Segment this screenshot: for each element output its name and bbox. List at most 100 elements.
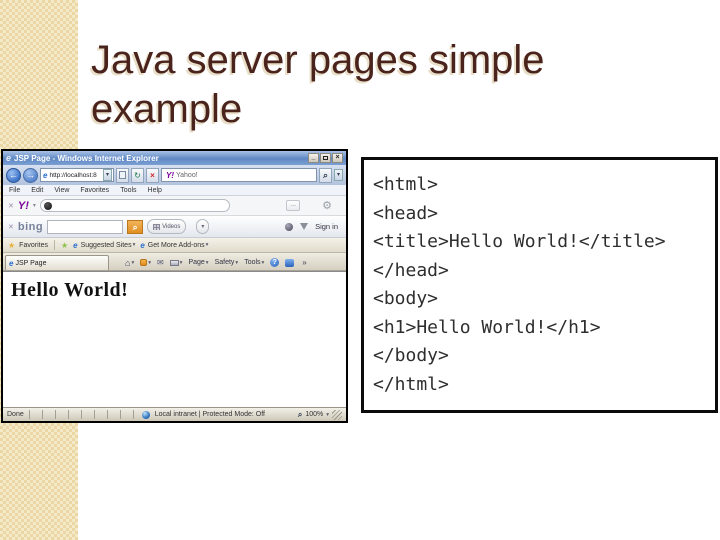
home-icon: ⌂	[125, 257, 131, 268]
toolbar-overflow-icon[interactable]: »	[302, 258, 307, 267]
tools-menu-label: Tools	[244, 259, 261, 266]
yahoo-dropdown-icon[interactable]: ▾	[32, 203, 36, 209]
yahoo-toolbar-close-icon[interactable]: ✕	[8, 202, 14, 210]
chevron-down-icon: ▾	[179, 259, 183, 266]
sign-in-link[interactable]: Sign in	[315, 222, 338, 231]
tab-label: JSP Page	[15, 259, 47, 267]
get-addons-label: Get More Add-ons	[147, 241, 205, 249]
back-button[interactable]: ←	[6, 167, 21, 183]
bing-search-button[interactable]: ⌕	[127, 219, 144, 234]
browser-window: e JSP Page - Windows Internet Explorer _…	[1, 149, 348, 423]
code-panel: <html> <head> <title>Hello World!</title…	[361, 157, 718, 413]
zoom-dropdown-icon[interactable]: ▾	[326, 411, 329, 418]
window-title-bar[interactable]: e JSP Page - Windows Internet Explorer _…	[3, 151, 346, 165]
badge-icon[interactable]	[285, 222, 294, 231]
intranet-zone-icon	[141, 410, 150, 419]
web-search-icon	[43, 201, 52, 210]
safety-menu-button[interactable]: Safety ▾	[215, 259, 239, 266]
page-content: Hello World!	[3, 271, 346, 407]
status-bar-right: ⌕ 100% ▾	[297, 409, 342, 420]
gear-icon[interactable]: ⚙	[322, 200, 332, 212]
page-menu-label: Page	[188, 259, 205, 266]
command-bar: ⌂ ▾ ▾ ✉ ▾ Page ▾ S	[125, 255, 307, 270]
refresh-button[interactable]: ↻	[131, 167, 144, 183]
menu-bar: File Edit View Favorites Tools Help	[3, 185, 346, 196]
yahoo-search-input[interactable]	[39, 199, 230, 212]
menu-favorites[interactable]: Favorites	[80, 186, 110, 194]
yahoo-logo[interactable]: Y!	[17, 199, 29, 212]
get-addons-link[interactable]: e Get More Add-ons ▾	[139, 241, 208, 250]
print-button[interactable]: ▾	[169, 259, 183, 266]
code-line: <html>	[373, 174, 439, 195]
page-heading: Hello World!	[11, 279, 129, 301]
window-controls: _ ×	[308, 153, 343, 163]
yahoo-toolbar: ✕ Y! ▾ … ⚙	[3, 196, 346, 216]
page-title-line1: Java server pages simple	[91, 38, 545, 82]
tab-jsp-page[interactable]: e JSP Page	[5, 255, 109, 270]
window-title: JSP Page - Windows Internet Explorer	[14, 153, 159, 163]
bing-toolbar-right: Sign in	[285, 222, 341, 231]
printer-icon	[169, 259, 179, 266]
bing-search-input[interactable]	[47, 219, 124, 234]
videos-icon	[153, 223, 161, 230]
mail-icon: ✉	[156, 258, 164, 267]
get-addons-icon: e	[140, 240, 145, 250]
zoom-magnifier-icon[interactable]: ⌕	[297, 409, 303, 419]
menu-edit[interactable]: Edit	[31, 186, 44, 194]
address-input[interactable]: e http://localhost:8 ▾	[40, 168, 114, 182]
rss-icon	[140, 259, 148, 266]
bing-toolbar-dropdown-icon[interactable]: ▾	[196, 219, 210, 234]
feeds-button[interactable]: ▾	[140, 259, 151, 266]
home-button[interactable]: ⌂ ▾	[125, 258, 134, 268]
suggested-sites-icon: e	[73, 240, 78, 250]
minimize-button[interactable]: _	[308, 153, 319, 163]
status-text: Done	[7, 411, 24, 418]
code-line: </head>	[373, 259, 449, 281]
stop-button[interactable]: ×	[146, 167, 159, 183]
tools-menu-button[interactable]: Tools ▾	[244, 259, 264, 266]
resize-grip[interactable]	[332, 409, 342, 420]
yahoo-badge: Y!	[166, 170, 174, 180]
yahoo-more-button[interactable]: …	[286, 200, 301, 211]
bing-toolbar-close-icon[interactable]: ✕	[8, 223, 14, 231]
add-favorite-icon[interactable]: ★	[60, 240, 69, 250]
suggested-sites-label: Suggested Sites	[80, 241, 132, 249]
search-button[interactable]: ⌕	[319, 167, 332, 183]
favorites-button[interactable]: Favorites	[19, 241, 48, 249]
page-menu-button[interactable]: Page ▾	[188, 259, 208, 266]
menu-file[interactable]: File	[9, 186, 21, 194]
bing-logo[interactable]: bing	[17, 220, 44, 233]
code-line: <body>	[373, 288, 439, 309]
page-title-line2: example	[91, 87, 243, 131]
compatibility-icon	[119, 170, 126, 179]
search-provider-label: Yahoo!	[176, 171, 198, 179]
compatibility-view-button[interactable]	[116, 167, 129, 183]
code-line: <h1>Hello World!</h1>	[373, 316, 601, 338]
address-dropdown-icon[interactable]: ▾	[103, 169, 112, 181]
messenger-icon[interactable]	[285, 258, 295, 267]
read-mail-button[interactable]: ✉	[157, 258, 164, 267]
chevron-down-icon: ▾	[235, 259, 239, 266]
search-dropdown-icon[interactable]: ▾	[334, 169, 343, 181]
menu-help[interactable]: Help	[147, 186, 162, 194]
chevron-down-icon: ▾	[261, 259, 265, 266]
pin-icon[interactable]	[300, 223, 309, 230]
videos-label: Videos	[162, 223, 181, 230]
favorites-star-icon: ★	[8, 240, 16, 250]
videos-button[interactable]: Videos	[147, 219, 187, 234]
zoom-level[interactable]: 100%	[305, 411, 324, 418]
maximize-button[interactable]	[320, 153, 331, 163]
help-button[interactable]: ?	[270, 258, 280, 267]
address-url: http://localhost:8	[49, 171, 97, 179]
tab-bar: e JSP Page ⌂ ▾ ▾ ✉ ▾	[3, 253, 346, 271]
menu-view[interactable]: View	[54, 186, 70, 194]
close-button[interactable]: ×	[332, 153, 343, 163]
forward-button[interactable]: →	[23, 167, 38, 183]
page-title: Java server pages simple example	[91, 36, 691, 134]
code-line: </html>	[373, 373, 449, 395]
code-line: <title>Hello World!</title>	[373, 231, 666, 252]
suggested-sites-link[interactable]: e Suggested Sites ▾	[72, 241, 135, 250]
menu-tools[interactable]: Tools	[120, 186, 137, 194]
search-input[interactable]: Y! Yahoo!	[161, 168, 317, 182]
